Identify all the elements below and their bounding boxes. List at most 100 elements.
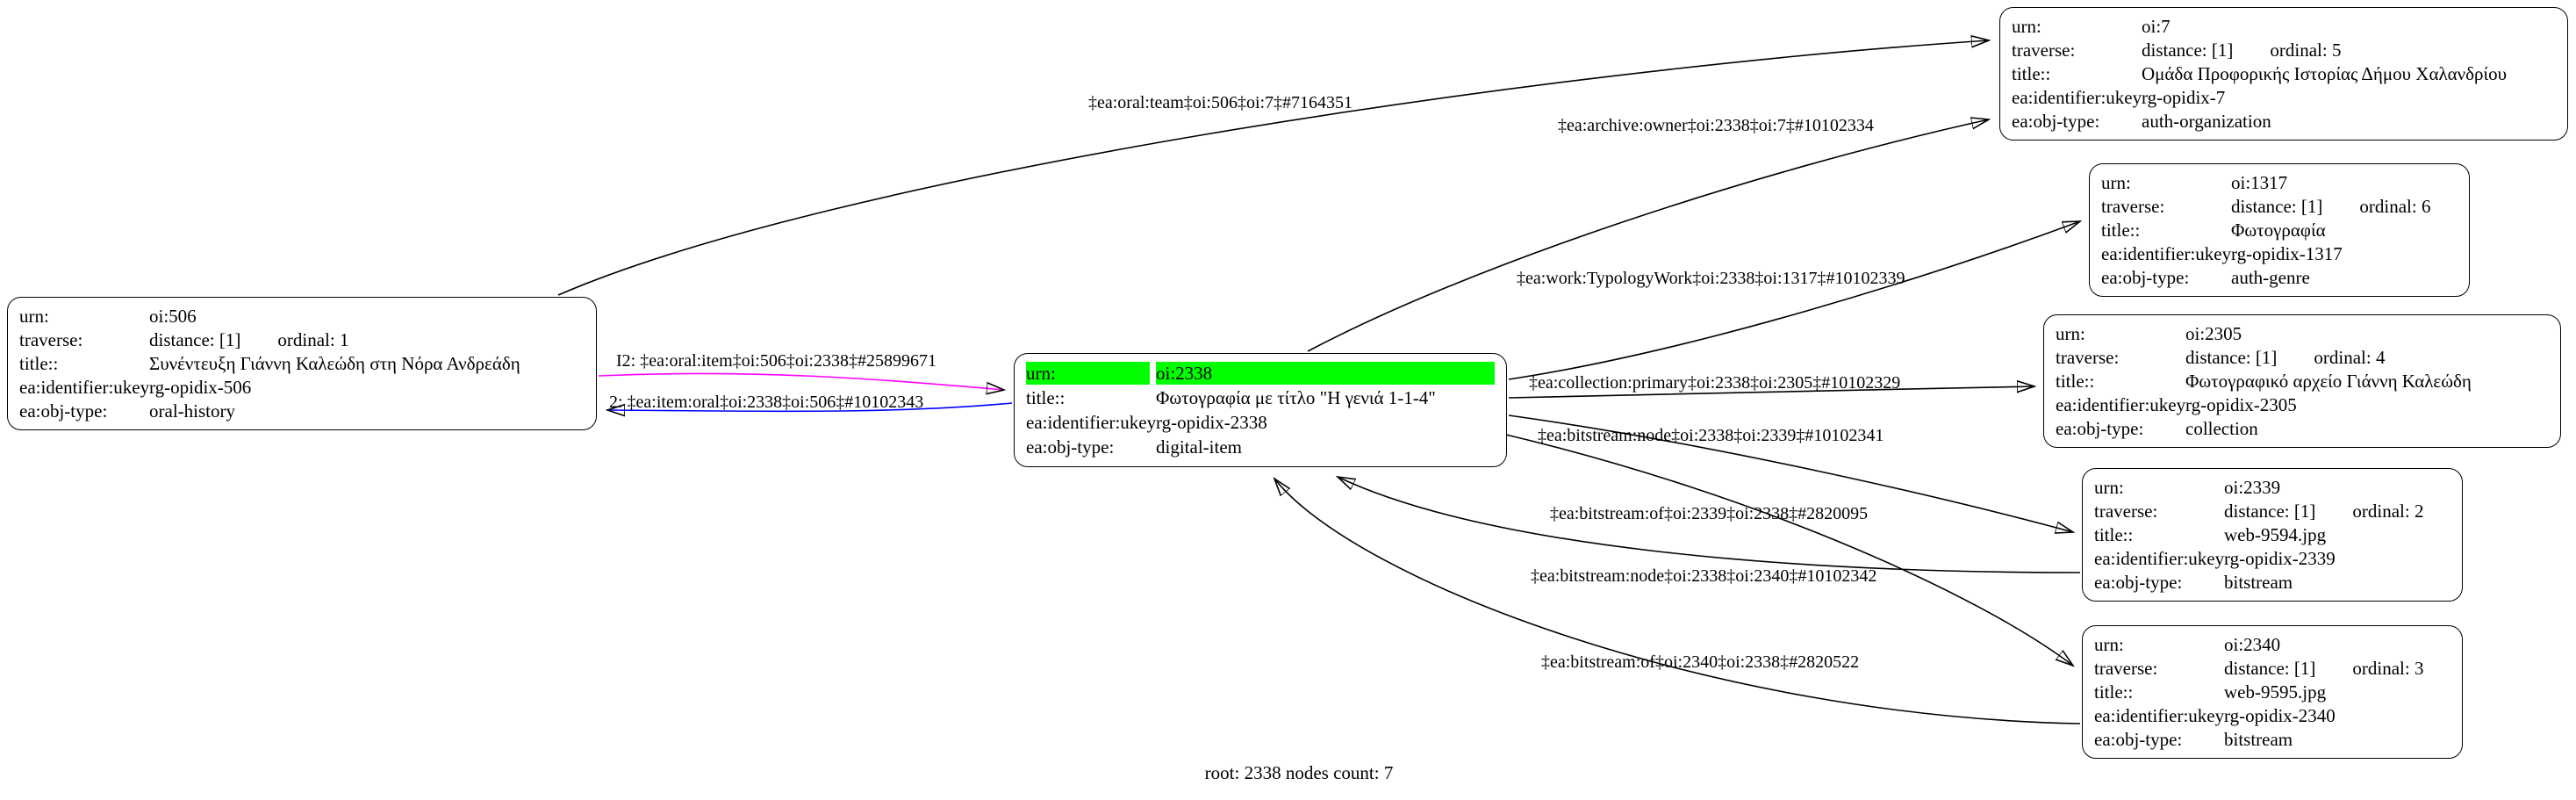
field-value: Φωτογραφία [2231,219,2326,241]
field-key: urn: [2094,634,2124,656]
field-key: urn: [1026,362,1150,385]
field-value: rg-opidix-2305 [2185,393,2297,415]
field-key: title:: [2012,62,2051,84]
edge-label-bitstream-node-2339: ‡ea:bitstream:node‡oi:2338‡oi:2339‡#1010… [1538,426,1884,445]
node-field-row: urn: oi:2340 [2094,633,2450,657]
field-value: web-9595.jpg [2224,681,2327,703]
field-value: auth-genre [2231,266,2310,288]
field-key: title:: [2056,370,2095,392]
field-value: oi:7 [2142,16,2171,38]
field-value: oi:2338 [1156,362,1495,385]
field-key: ea:obj-type: [2012,110,2100,132]
field-key: urn: [2101,172,2131,194]
edge-oral-team-line [557,40,1989,296]
field-key: traverse: [19,329,83,351]
field-key: traverse: [2012,40,2076,61]
field-key: traverse: [2056,347,2120,369]
field-value: oi:506 [149,306,197,328]
node-field-row: traverse:distance: [1]ordinal: 5 [2012,39,2556,62]
field-key: ea:identifier:ukey [2012,86,2142,108]
node-field-row: ea:obj-type:bitstream [2094,570,2450,594]
node-field-row: ea:obj-type: collection [2056,416,2549,440]
field-value-secondary: ordinal: 2 [2352,501,2424,523]
field-key: title:: [19,352,59,374]
field-value-secondary: ordinal: 6 [2359,196,2431,218]
field-value: oral-history [149,400,235,422]
field-value: collection [2185,417,2258,439]
field-value: rg-opidix-2339 [2224,547,2336,569]
field-value: rg-opidix-1317 [2231,242,2343,264]
edge-label-item-oral: 2: ‡ea:item:oral‡oi:2338‡oi:506‡#1010234… [609,393,924,412]
node-field-row: ea:obj-type:bitstream [2094,727,2450,751]
field-key: urn: [2056,323,2085,345]
node-field-row: traverse:distance: [1]ordinal: 3 [2094,657,2450,681]
field-value: distance: [1] [2185,347,2278,369]
field-key: ea:obj-type: [19,400,108,422]
field-key: traverse: [2094,658,2158,680]
node-field-row: title::Συνέντευξη Γιάννη Καλεώδη στη Νόρ… [19,352,585,376]
field-value: rg-opidix-506 [149,376,252,398]
field-key: title:: [2094,681,2134,703]
field-key: ea:identifier:ukey [19,376,150,398]
field-value: rg-opidix-2340 [2224,704,2336,726]
field-value: distance: [1] [2231,196,2323,218]
node-field-row: ea:obj-type: auth-genre [2101,265,2458,289]
node-field-row: urn:oi:2339 [2094,476,2450,500]
field-value: distance: [1] [2142,40,2234,61]
edge-bitstream-node-2340-line [1505,434,2073,666]
edge-label-archive-owner: ‡ea:archive:owner‡oi:2338‡oi:7‡#10102334 [1558,116,1874,135]
node-field-row: title::Φωτογραφικό αρχείο Γιάννη Καλεώδη [2056,370,2549,393]
field-key: title:: [1026,387,1066,408]
node-field-row: title::web-9595.jpg [2094,681,2450,704]
root-caption: root: 2338 nodes count: 7 [1204,762,1394,783]
field-key: urn: [2012,16,2041,38]
field-key: ea:obj-type: [2101,266,2190,288]
edge-bitstream-of-2339-line [1338,477,2081,573]
field-value: oi:2340 [2224,634,2281,656]
edge-label-oral-team: ‡ea:oral:team‡oi:506‡oi:7‡#7164351 [1088,93,1353,112]
field-key: ea:identifier:ukey [2094,547,2225,569]
field-value-secondary: ordinal: 4 [2314,347,2386,369]
node-field-row: urn: oi:1317 [2101,171,2458,195]
field-value: rg-opidix-2338 [1156,412,1267,433]
field-value: oi:1317 [2231,172,2288,194]
node-field-row: ea:obj-type:digital-item [1026,435,1495,459]
field-value: distance: [1] [2224,501,2316,523]
field-value: rg-opidix-7 [2142,86,2226,108]
edge-label-work-typology: ‡ea:work:TypologyWork‡oi:2338‡oi:1317‡#1… [1517,269,1905,288]
field-key: title:: [2101,219,2141,241]
field-value-secondary: ordinal: 1 [277,329,349,351]
field-value: bitstream [2224,728,2293,750]
field-value: bitstream [2224,571,2293,593]
edge-label-collection-primary: ‡ea:collection:primary‡oi:2338‡oi:2305‡#… [1529,373,1901,393]
edge-label-bitstream-of-2339: ‡ea:bitstream:of‡oi:2339‡oi:2338‡#282009… [1550,504,1869,523]
field-key: ea:identifier:ukey [1026,412,1157,433]
node-field-row: ea:obj-type: auth-organization [2012,109,2556,133]
field-value: auth-organization [2142,110,2271,132]
node-field-row: traverse: distance: [1] ordinal: 4 [2056,346,2549,370]
field-key: title:: [2094,523,2134,545]
node-field-row: traverse:distance: [1]ordinal: 2 [2094,500,2450,523]
field-key: ea:identifier:ukey [2101,242,2232,264]
edge-work-typology-line [1508,221,2080,380]
node-field-row: urn: oi:7 [2012,15,2556,39]
node-field-row: urn:oi:2305 [2056,322,2549,346]
field-value-secondary: ordinal: 3 [2352,658,2424,680]
field-key: ea:obj-type: [2056,417,2144,439]
node-field-row: title::Φωτογραφία με τίτλο "Η γενιά 1-1-… [1026,386,1495,410]
edge-item-oral-line [607,402,1013,411]
